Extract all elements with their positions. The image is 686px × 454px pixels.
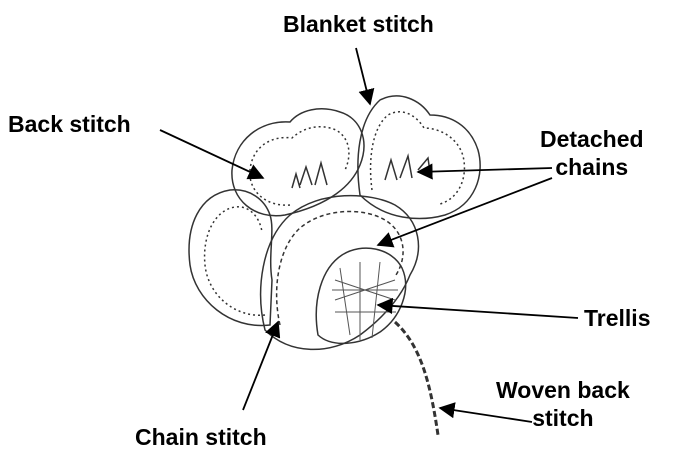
label-detached-chains: Detached chains — [540, 125, 644, 181]
right-petal — [358, 96, 480, 219]
label-back-stitch: Back stitch — [8, 110, 131, 138]
arrow-detached-1 — [418, 168, 552, 172]
arrow-trellis — [378, 305, 578, 318]
top-left-petal — [232, 109, 364, 216]
label-trellis-text: Trellis — [584, 304, 650, 332]
label-chain-stitch: Chain stitch — [135, 423, 267, 451]
arrow-blanket — [356, 48, 370, 104]
leader-lines — [160, 48, 578, 422]
label-woven-back-stitch-line2: stitch — [496, 404, 630, 432]
arrow-chain — [243, 322, 278, 410]
label-chain-stitch-text: Chain stitch — [135, 423, 267, 451]
label-back-stitch-text: Back stitch — [8, 110, 131, 138]
label-detached-chains-line2: chains — [540, 153, 644, 181]
label-woven-back-stitch: Woven back stitch — [496, 376, 630, 432]
label-detached-chains-line1: Detached — [540, 125, 644, 153]
label-woven-back-stitch-line1: Woven back — [496, 376, 630, 404]
label-blanket-stitch-text: Blanket stitch — [283, 10, 434, 38]
label-blanket-stitch: Blanket stitch — [283, 10, 434, 38]
left-petal — [189, 190, 272, 326]
label-trellis: Trellis — [584, 304, 650, 332]
